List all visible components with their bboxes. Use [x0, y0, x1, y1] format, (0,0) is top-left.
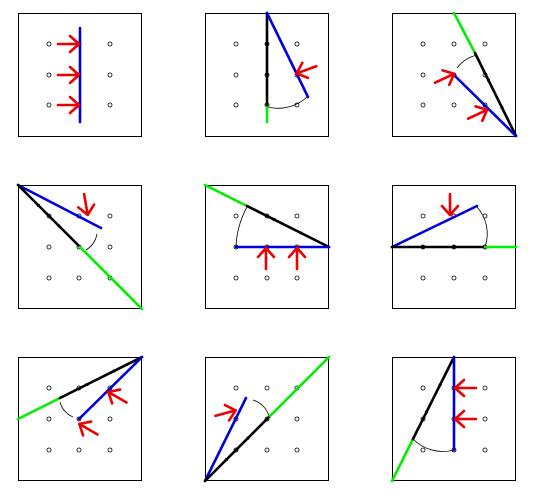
- red-arrow-icon: [430, 65, 459, 92]
- red-arrow-icon: [287, 246, 307, 271]
- panel-1: [18, 13, 142, 137]
- panel-4: [16, 183, 144, 311]
- panel-2: [205, 11, 329, 137]
- black-segment: [58, 355, 144, 400]
- angle-arc: [476, 206, 488, 248]
- joint-dot: [421, 245, 425, 249]
- joint-dot: [500, 106, 504, 110]
- panel-frame: [18, 185, 142, 309]
- green-segment: [452, 11, 477, 55]
- green-segment: [78, 245, 144, 311]
- joint-dot: [299, 231, 303, 235]
- joint-dot: [265, 41, 269, 45]
- blue-segment: [77, 355, 144, 421]
- joint-dot: [272, 217, 276, 222]
- panel-6: [390, 185, 518, 309]
- angle-arc: [456, 54, 478, 69]
- joint-dot: [36, 203, 41, 208]
- joint-dot: [265, 72, 269, 76]
- red-arrow-icon: [56, 34, 81, 54]
- black-segment: [245, 204, 331, 249]
- black-segment: [411, 355, 456, 441]
- angle-arc: [252, 399, 270, 417]
- green-segment: [203, 183, 249, 208]
- blue-segment: [16, 183, 103, 230]
- panel-7: [16, 355, 144, 481]
- angle-arc: [235, 206, 248, 248]
- joint-dot: [451, 245, 455, 249]
- angle-arc: [59, 401, 74, 418]
- joint-dot: [57, 224, 61, 228]
- blue-segment: [390, 204, 479, 249]
- blue-segment: [203, 396, 248, 483]
- joint-dot: [424, 410, 429, 414]
- red-arrow-icon: [56, 95, 81, 115]
- green-segment: [268, 355, 331, 418]
- red-arrow-icon: [74, 191, 97, 218]
- black-segment: [203, 414, 272, 483]
- joint-dot: [246, 436, 250, 440]
- grid-dots: [233, 41, 300, 108]
- red-arrow-icon: [56, 65, 81, 85]
- black-segment: [16, 183, 82, 249]
- red-arrow-icon: [453, 378, 478, 398]
- red-arrow-icon: [453, 409, 478, 429]
- blue-segment: [452, 73, 518, 138]
- red-arrow-icon: [256, 246, 276, 271]
- panel-5: [203, 183, 331, 309]
- joint-dot: [112, 369, 116, 373]
- panel-3: [392, 11, 518, 138]
- blue-segment: [265, 11, 310, 99]
- panel-9: [390, 355, 516, 483]
- red-arrow-icon: [440, 192, 460, 217]
- angle-arc: [267, 95, 309, 109]
- panel-8: [203, 355, 331, 483]
- green-segment: [16, 396, 62, 421]
- panel-frame: [18, 13, 142, 137]
- joint-dot: [224, 457, 229, 462]
- green-segment: [390, 437, 415, 483]
- angle-arc: [85, 233, 98, 251]
- panel-frame: [205, 357, 329, 481]
- angle-arc: [412, 438, 455, 452]
- joint-dot: [438, 383, 442, 387]
- joint-dot: [85, 382, 89, 387]
- grid-dots: [46, 385, 113, 453]
- black-segment: [473, 51, 518, 138]
- joint-dot: [486, 78, 491, 82]
